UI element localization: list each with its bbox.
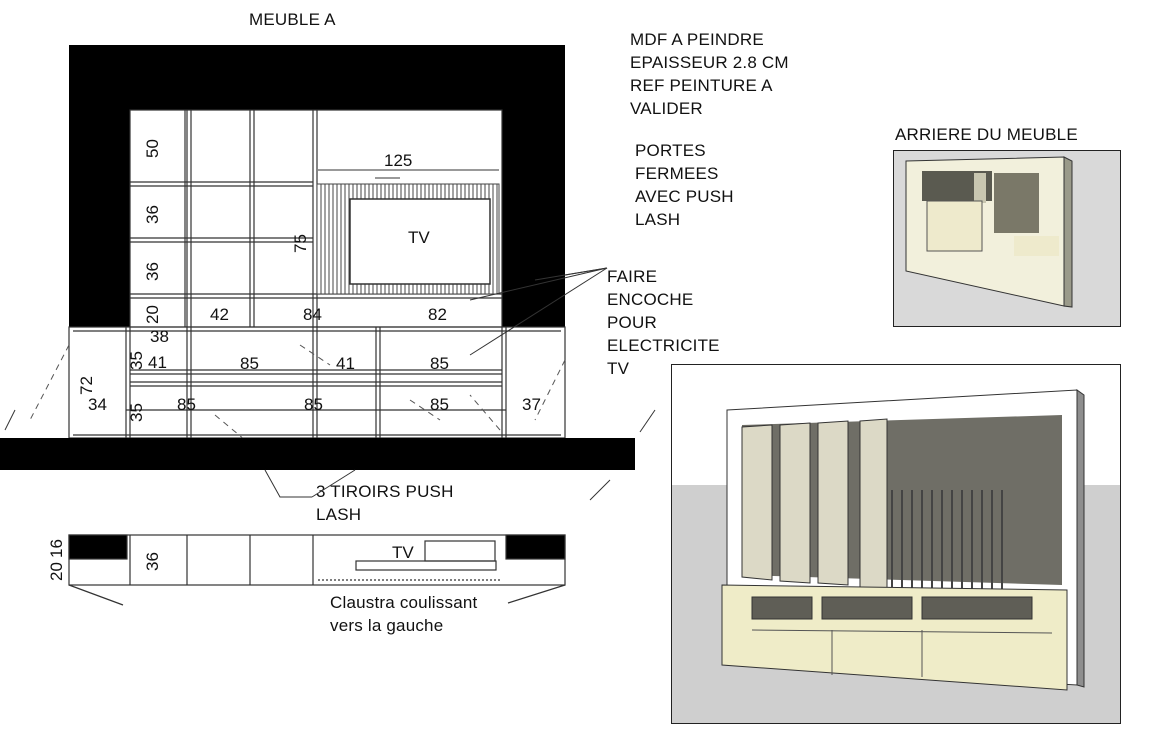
dim-label: 38	[150, 327, 169, 346]
dim-label: 35	[127, 403, 146, 422]
dim-label: 85	[430, 354, 449, 373]
wall-frame	[69, 45, 565, 327]
claustra-notes: Claustra coulissant vers la gauche	[330, 591, 477, 637]
dim-label: 85	[177, 395, 196, 414]
material-note-line: MDF A PEINDRE	[630, 30, 764, 49]
back-view-title: ARRIERE DU MEUBLE	[895, 125, 1078, 144]
front-elevation-drawing: 50 36 36 20 125 75 TV 42 84 82 38 35 41 …	[0, 45, 656, 606]
dim-label: 125	[384, 151, 412, 170]
door-notes: PORTES FERMEES AVEC PUSH LASH	[635, 139, 734, 231]
drawing-title: MEUBLE A	[249, 10, 336, 29]
claustra-note-line: Claustra coulissant	[330, 593, 478, 612]
floor-slab	[0, 438, 635, 470]
dim-label: 82	[428, 305, 447, 324]
dim-label: 34	[88, 395, 107, 414]
dim-label: 85	[304, 395, 323, 414]
dim-label: 42	[210, 305, 229, 324]
dim-label: 37	[522, 395, 541, 414]
dim-label: 20	[143, 305, 162, 324]
dim-label: 35	[127, 351, 146, 370]
door-note-line: FERMEES	[635, 164, 719, 183]
front-render-image	[672, 365, 1120, 723]
dim-label: 84	[303, 305, 322, 324]
dim-label: 36	[143, 552, 162, 571]
dim-label: 20	[47, 562, 66, 581]
dim-label: 85	[430, 395, 449, 414]
material-note-line: EPAISSEUR 2.8 CM	[630, 53, 789, 72]
dim-label: 36	[143, 262, 162, 281]
claustra-note-line: vers la gauche	[330, 616, 444, 635]
door-note-line: AVEC PUSH	[635, 187, 734, 206]
tv-outline	[349, 198, 491, 285]
material-note-line: VALIDER	[630, 99, 703, 118]
dim-label: 72	[77, 376, 96, 395]
material-notes: MDF A PEINDRE EPAISSEUR 2.8 CM REF PEINT…	[630, 28, 789, 120]
dim-label: 50	[143, 139, 162, 158]
door-note-line: LASH	[635, 210, 681, 229]
dim-label: 41	[148, 353, 167, 372]
notch-note-line: POUR	[607, 313, 657, 332]
door-note-line: PORTES	[635, 141, 706, 160]
material-note-line: REF PEINTURE A	[630, 76, 773, 95]
dim-label: 16	[47, 539, 66, 558]
lower-cabinet	[68, 326, 566, 439]
plan-tv-label: TV	[392, 543, 414, 562]
dim-label: 75	[291, 234, 310, 253]
notch-note-line: ENCOCHE	[607, 290, 694, 309]
notch-notes: FAIRE ENCOCHE POUR ELECTRICITE TV	[607, 265, 720, 380]
back-view-render	[893, 150, 1121, 327]
dim-label: 41	[336, 354, 355, 373]
front-3d-render	[671, 364, 1121, 724]
plan-view	[68, 534, 566, 606]
drawer-notes: 3 TIROIRS PUSH LASH	[316, 480, 454, 526]
drawer-note-line: LASH	[316, 505, 362, 524]
notch-note-line: FAIRE	[607, 267, 658, 286]
dim-label: 36	[143, 205, 162, 224]
notch-note-line: TV	[607, 359, 630, 378]
dim-label: 85	[240, 354, 259, 373]
notch-note-line: ELECTRICITE	[607, 336, 720, 355]
back-view-image	[894, 151, 1120, 326]
leader-lines	[469, 267, 608, 356]
dim-label: TV	[408, 228, 430, 247]
drawer-note-line: 3 TIROIRS PUSH	[316, 482, 454, 501]
